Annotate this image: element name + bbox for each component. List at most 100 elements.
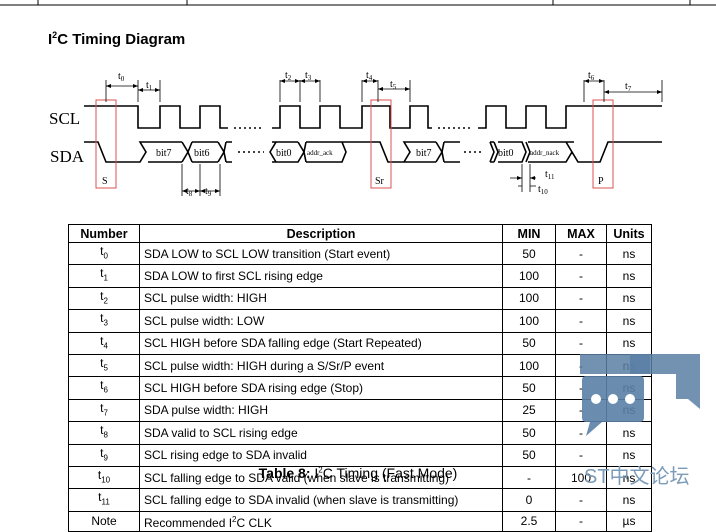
cell-units: ns [606, 286, 652, 311]
cell-min: 100 [502, 353, 556, 378]
cell-max: - [555, 241, 607, 266]
cell-description: SCL pulse width: HIGH during a S/Sr/P ev… [139, 353, 503, 378]
cell-description: SCL rising edge to SDA invalid [139, 443, 503, 467]
svg-text:Sr: Sr [375, 176, 385, 187]
cell-units: ns [606, 331, 652, 355]
cell-max: - [555, 331, 607, 355]
cell-number: Note [68, 510, 140, 532]
cell-number: t7 [68, 398, 140, 423]
table-header-row: Number Description MIN MAX Units [68, 224, 652, 243]
cell-min: 50 [502, 443, 556, 467]
cell-number: t5 [68, 353, 140, 378]
table-caption: Table 8: I2C Timing (Fast Mode) [258, 465, 458, 481]
svg-text:t8: t8 [186, 186, 193, 198]
cell-max: 100 [555, 465, 607, 490]
cell-units: ns [606, 488, 652, 512]
svg-text:t0: t0 [118, 71, 125, 83]
cell-max: - [555, 488, 607, 512]
cell-min: 100 [502, 264, 556, 288]
cell-number: t11 [68, 488, 140, 512]
cell-min: 50 [502, 421, 556, 445]
cell-number: t0 [68, 241, 140, 266]
svg-text:t9: t9 [205, 186, 212, 198]
col-max: MAX [555, 224, 607, 243]
cell-max: - [555, 309, 607, 333]
repeated-start-marker-box [370, 99, 392, 189]
cell-description: SCL pulse width: LOW [139, 309, 503, 333]
cell-description: SCL falling edge to SDA invalid (when sl… [139, 488, 503, 512]
cell-number: t9 [68, 443, 140, 467]
cell-min: 50 [502, 376, 556, 400]
cell-units: ns [606, 241, 652, 266]
cell-description: SDA LOW to SCL LOW transition (Start eve… [139, 241, 503, 266]
cell-units: ns [606, 465, 652, 490]
cell-number: t2 [68, 286, 140, 311]
svg-text:bit6: bit6 [194, 148, 210, 159]
cell-min: 0 [502, 488, 556, 512]
cell-min: 50 [502, 331, 556, 355]
i2c-timing-diagram: SCL SDA t0 t1 t2 t3 t4 t5 t6 t7 t8 t9 t1… [49, 70, 663, 198]
cell-description: SCL HIGH before SDA falling edge (Start … [139, 331, 503, 355]
sda-waveform [84, 141, 227, 163]
svg-text:P: P [598, 176, 604, 187]
svg-text:t2: t2 [285, 70, 292, 82]
svg-text:addr_ack: addr_ack [307, 149, 333, 157]
scl-waveform [84, 105, 662, 129]
svg-text:t7: t7 [625, 81, 632, 93]
col-units: Units [606, 224, 652, 243]
scl-label: SCL [49, 109, 80, 128]
svg-text:t11: t11 [545, 169, 555, 181]
svg-text:addr_nack: addr_nack [530, 149, 560, 157]
cell-description: Recommended I2C CLK [139, 510, 503, 532]
col-number: Number [68, 224, 140, 243]
cell-min: 50 [502, 241, 556, 266]
chat-bubble-watermark-icon [580, 354, 700, 436]
cell-description: SDA valid to SCL rising edge [139, 421, 503, 445]
svg-text:t5: t5 [390, 79, 397, 91]
cell-units: ns [606, 421, 652, 445]
cell-number: t3 [68, 309, 140, 333]
cell-number: t8 [68, 421, 140, 445]
section-heading: I2C Timing Diagram [48, 30, 186, 48]
cell-units: µs [606, 510, 652, 532]
stop-marker-box [592, 99, 614, 189]
cell-min: 2.5 [502, 510, 556, 532]
cell-min: 25 [502, 398, 556, 423]
cell-description: SCL falling edge to SDA valid (when slav… [139, 465, 503, 490]
cell-number: t6 [68, 376, 140, 400]
cell-max: - [555, 286, 607, 311]
cell-units: ns [606, 264, 652, 288]
cell-units: ns [606, 309, 652, 333]
cell-number: t4 [68, 331, 140, 355]
cell-units: ns [606, 443, 652, 467]
cell-number: t10 [68, 465, 140, 490]
cell-description: SDA pulse width: HIGH [139, 398, 503, 423]
svg-text:t6: t6 [588, 70, 595, 82]
cell-description: SDA LOW to first SCL rising edge [139, 264, 503, 288]
svg-text:bit0: bit0 [276, 148, 292, 159]
svg-text:t1: t1 [146, 80, 153, 92]
top-table-border [0, 0, 716, 6]
svg-text:bit0: bit0 [498, 148, 514, 159]
cell-min: 100 [502, 286, 556, 311]
cell-number: t1 [68, 264, 140, 288]
svg-text:bit7: bit7 [156, 148, 172, 159]
sda-label: SDA [50, 147, 85, 166]
svg-text:t4: t4 [366, 70, 373, 82]
cell-min: 100 [502, 309, 556, 333]
cell-description: SCL pulse width: HIGH [139, 286, 503, 311]
cell-max: - [555, 264, 607, 288]
cell-max: - [555, 510, 607, 532]
watermark-text: ST中文论坛 [584, 466, 690, 488]
